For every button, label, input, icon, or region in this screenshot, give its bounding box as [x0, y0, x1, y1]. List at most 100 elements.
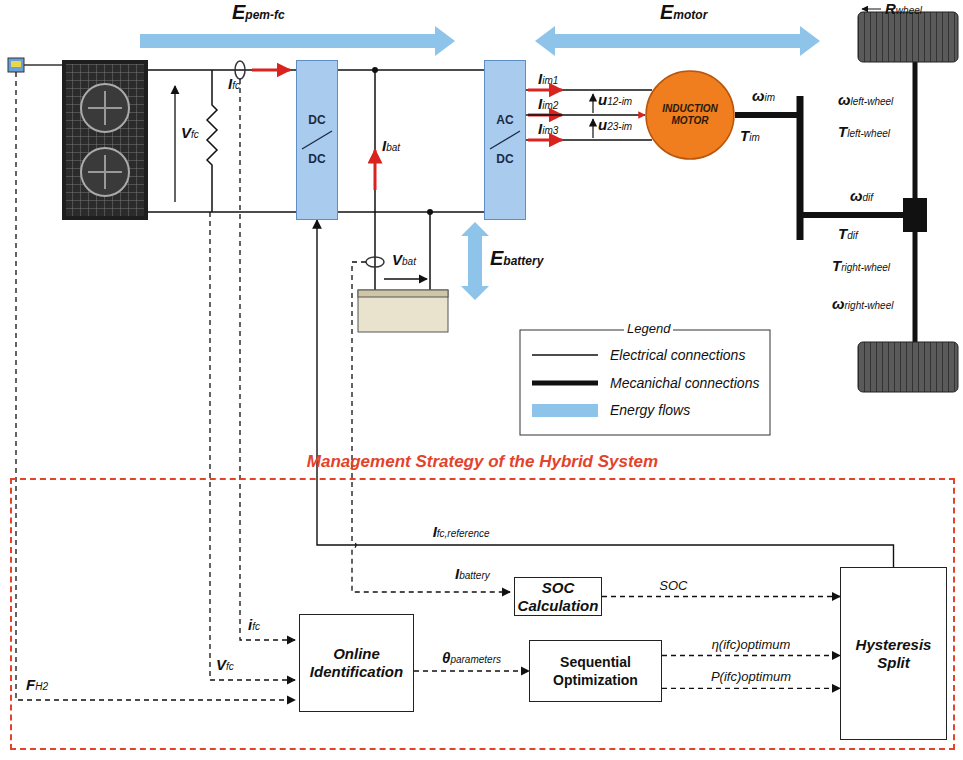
signal-label: Vfc — [216, 657, 234, 675]
wheel — [858, 342, 958, 392]
signal-label: ωright-wheel — [832, 296, 893, 314]
dc-bus-wires — [207, 70, 217, 212]
node-label: DC — [308, 152, 325, 167]
dc-bus-wires — [148, 211, 296, 213]
signal-label: Tdif — [838, 226, 858, 244]
drivetrain — [800, 212, 905, 218]
converter-box: DCDC — [296, 60, 338, 220]
energy-flow-arrow — [461, 222, 489, 300]
wheel — [858, 12, 958, 62]
signal-label: Epem-fc — [232, 4, 285, 23]
differential — [903, 198, 927, 232]
connector-label: SOC — [657, 578, 689, 594]
legend-swatch — [532, 404, 598, 417]
drivetrain — [797, 96, 804, 240]
connector — [602, 596, 840, 597]
signal-label: Iim2 — [538, 96, 558, 114]
legend-line-sample — [532, 381, 598, 386]
motor-phase-wires — [592, 94, 593, 113]
legend-text: Mecanichal connections — [610, 375, 759, 391]
junction-dot — [427, 209, 433, 215]
signal-label: Ibattery — [455, 566, 490, 584]
converter-diagonal — [302, 131, 332, 149]
legend-text: Electrical connections — [610, 347, 745, 363]
hydrogen-sensor-icon — [8, 58, 24, 72]
signal-label: Iim1 — [538, 71, 558, 89]
region-title: Management Strategy of the Hybrid System — [12, 452, 953, 472]
signal-label: ωim — [752, 88, 775, 106]
connector-label: Ifc,reference — [431, 524, 492, 542]
hydrogen-sensor-icon — [24, 64, 62, 66]
measurement-wires — [16, 72, 510, 700]
node-label: DC — [496, 152, 513, 167]
legend-box — [520, 330, 770, 435]
signal-label: Emotor — [660, 4, 707, 23]
motor-circle: INDUCTION MOTOR — [645, 70, 735, 160]
motor-phase-wires — [526, 89, 652, 91]
converter-diagonal — [490, 131, 520, 149]
process-box: Sequential Optimization — [529, 640, 662, 702]
connector-label: η(ifc)optimum — [710, 637, 793, 653]
process-box: Hysteresis Split — [840, 567, 947, 740]
signal-label: u23-im — [598, 117, 632, 135]
fuel-cell-stack — [66, 64, 144, 216]
dc-bus-wires — [429, 212, 431, 290]
signal-label: Tright-wheel — [832, 258, 890, 276]
legend-text: Energy flows — [610, 402, 690, 418]
signal-label: u12-im — [598, 92, 632, 110]
hydrogen-sensor-icon — [11, 61, 21, 67]
node-label: INDUCTION MOTOR — [657, 103, 723, 127]
dc-bus-wires — [148, 69, 296, 71]
signal-label: ωleft-wheel — [838, 92, 893, 110]
radius-arrow — [862, 9, 881, 10]
connector — [662, 655, 840, 656]
connector-label: θparameters — [440, 650, 503, 668]
battery — [358, 290, 448, 297]
signal-label: Ifc — [228, 76, 240, 94]
current-arrow — [374, 150, 377, 190]
process-box: SOC Calculation — [514, 577, 602, 616]
connector — [526, 114, 645, 116]
connector — [662, 688, 840, 689]
signal-label: ωdif — [850, 188, 873, 206]
process-box: Online Identification — [299, 614, 414, 712]
legend-line-sample — [532, 354, 598, 356]
signal-label: Vfc — [181, 125, 199, 143]
node-label: SOC Calculation — [518, 579, 599, 615]
drivetrain — [735, 62, 915, 342]
motor-phase-wires — [526, 139, 652, 141]
legend-line-sample — [530, 349, 600, 361]
measurement-wires — [240, 79, 295, 640]
current-arrow — [252, 69, 290, 72]
measurement-wires — [352, 262, 510, 592]
signal-label: Vbat — [392, 252, 416, 270]
converter-diagonal — [485, 61, 525, 219]
battery — [358, 290, 448, 332]
measurement-wires — [16, 72, 295, 700]
signal-label: Ebattery — [490, 250, 543, 269]
fuel-cell-stack — [62, 60, 148, 220]
signal-label: Iim3 — [538, 121, 558, 139]
connector — [414, 670, 529, 671]
drivetrain — [735, 112, 802, 118]
motor-phase-wires — [526, 90, 652, 140]
node-label: Hysteresis Split — [847, 636, 940, 672]
motor-phase-wires — [528, 139, 562, 142]
motor-outline — [646, 71, 734, 159]
hydrogen-sensor-icon — [8, 58, 62, 72]
energy-flow-arrow — [535, 26, 820, 56]
legend-title: Legend — [624, 321, 673, 337]
motor-phase-wires — [592, 119, 593, 138]
connector-label: P(ifc)optimum — [709, 669, 793, 685]
motor-phase-wires — [528, 89, 562, 92]
node-label: AC — [496, 113, 513, 128]
voltage-arrow — [174, 86, 175, 202]
inverter-box: AC DC — [484, 60, 526, 220]
measurement-wires — [210, 212, 295, 680]
voltage-arrow — [384, 278, 427, 279]
legend-line-sample — [530, 377, 600, 389]
current-sensor — [235, 61, 245, 79]
fuel-cell-stack — [62, 60, 148, 220]
